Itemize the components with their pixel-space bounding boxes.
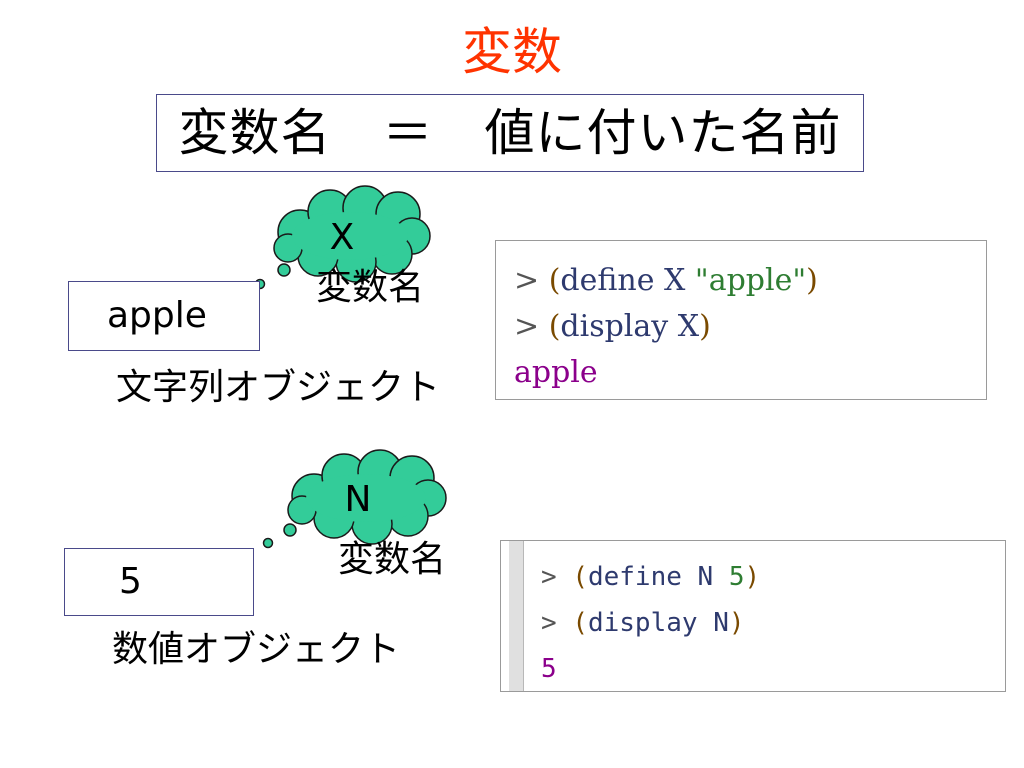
n-thought-cloud-icon [287, 449, 447, 545]
code-line-define: > (define N 5) [541, 562, 761, 592]
number-value-box: 5 [64, 548, 254, 616]
editor-gutter [509, 541, 524, 691]
string-code-panel: ‾‾‾‾‾‾‾‾‾‾‾‾‾‾‾‾‾‾‾ > (define X "apple")… [495, 240, 987, 400]
n-cloud-variable: N [344, 479, 372, 520]
slide-title: 変数 [462, 23, 562, 81]
n-variable-name-label: 変数名 [338, 539, 447, 580]
x-thought-cloud-icon [273, 185, 431, 283]
code-output: apple [514, 355, 598, 390]
code-line-define: > (define X "apple") [514, 263, 818, 298]
code-output: 5 [541, 654, 557, 684]
code-line-display: > (display X) [514, 309, 711, 344]
string-object-label: 文字列オブジェクト [116, 367, 441, 408]
number-code-panel: > (define N 5) > (display N) 5 [500, 540, 1006, 692]
number-object-label: 数値オブジェクト [112, 629, 401, 670]
code-line-display: > (display N) [541, 608, 745, 638]
x-cloud-variable: X [329, 217, 355, 258]
definition-box: 変数名 ＝ 値に付いた名前 [156, 94, 864, 172]
panel-cropped-header: ‾‾‾‾‾‾‾‾‾‾‾‾‾‾‾‾‾‾‾ [502, 240, 846, 260]
x-variable-name-label: 変数名 [316, 267, 425, 308]
string-value-box: apple [68, 281, 260, 351]
